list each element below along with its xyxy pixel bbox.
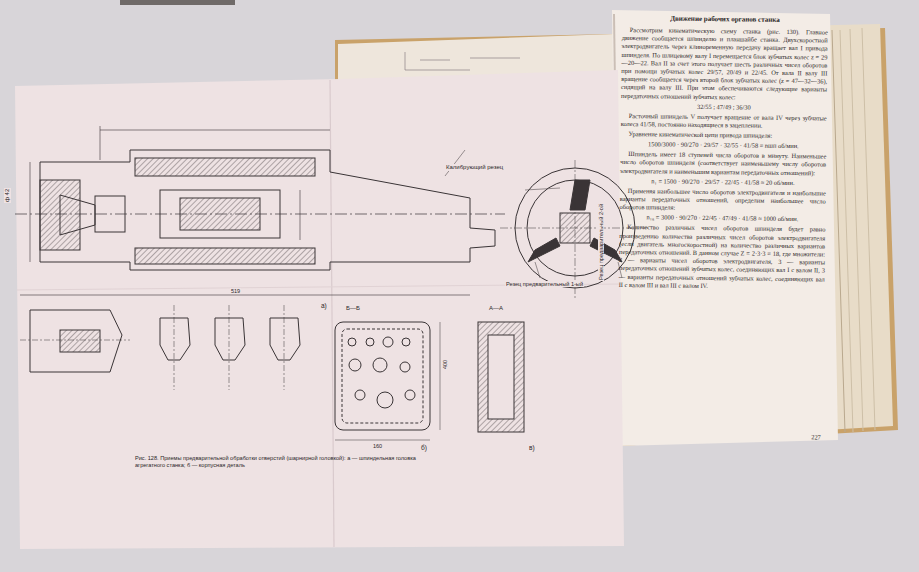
body-text: Количество различных чисел оборотов шпин… bbox=[619, 223, 826, 291]
drawing-label: Резец предварительный 1-ый bbox=[505, 281, 584, 287]
drawing-label: 519 bbox=[230, 288, 241, 294]
formula: 1500/3000 · 90/270 · 29/57 · 32/55 · 41/… bbox=[620, 140, 826, 150]
drawing-label: ф 42 bbox=[4, 188, 11, 203]
drawing-label: 160 bbox=[372, 443, 383, 449]
body-text: Рассмотрим кинематическую схему станка (… bbox=[621, 26, 828, 102]
book-page: Движение рабочих органов станкаРассмотри… bbox=[617, 14, 828, 440]
body-text: Уравнение кинематической цепи привода шп… bbox=[620, 130, 826, 141]
formula: n₁ = 1500 · 90/270 · 29/57 · 22/45 · 41/… bbox=[620, 177, 826, 187]
page-heading: Движение рабочих органов станка bbox=[622, 14, 828, 25]
drawing-label: б) bbox=[420, 444, 428, 451]
drawing-label: 400 bbox=[442, 359, 448, 370]
body-text: Расточный шпиндель V получает вращение о… bbox=[621, 112, 827, 131]
figure-caption: Рис. 128. Приемы предварительной обработ… bbox=[135, 455, 435, 469]
page-number: 227 bbox=[811, 433, 821, 440]
formula: n₁₈ = 3000 · 90/270 · 22/45 · 47/49 · 41… bbox=[619, 213, 825, 223]
drawing-label: Б—Б bbox=[345, 305, 361, 312]
figure-caption-text: Рис. 128. Приемы предварительной обработ… bbox=[135, 455, 416, 468]
drawing-label: А—А bbox=[488, 305, 504, 312]
body-text: Применяя наибольшее число оборотов элект… bbox=[620, 187, 826, 214]
body-text: Шпиндель имеет 18 ступеней числа оборото… bbox=[620, 150, 826, 177]
drawing-label: Калибрующий резец bbox=[445, 164, 504, 171]
drawing-label: а) bbox=[320, 302, 328, 309]
drawing-label: в) bbox=[528, 444, 536, 451]
drawing-label: Резец предварительный 2-ой bbox=[598, 203, 604, 281]
formula: 32/55 ; 47/49 ; 36/30 bbox=[621, 102, 827, 112]
